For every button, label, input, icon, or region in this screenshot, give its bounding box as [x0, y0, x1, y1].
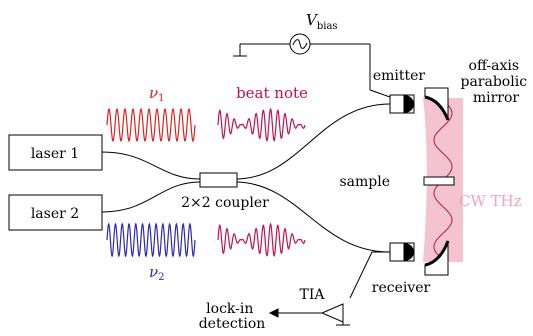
beat-note-label: beat note	[236, 84, 308, 102]
tia-label: TIA	[300, 287, 326, 303]
beat-wave-top	[217, 107, 306, 142]
nu2-label: ν2	[149, 263, 165, 283]
mirror-top	[424, 87, 450, 121]
nu2-wave	[106, 222, 196, 258]
vbias-label: Vbias	[306, 11, 338, 32]
laser-2-label: laser 2	[31, 206, 79, 222]
sample-slab	[423, 176, 455, 186]
receiver-label: receiver	[372, 280, 431, 296]
fibers	[101, 103, 391, 253]
nu1-wave	[106, 107, 196, 143]
mirror-bottom	[424, 240, 450, 276]
laser-2-box	[8, 194, 103, 231]
laser-1-label: laser 1	[31, 146, 79, 162]
emitter-device	[389, 94, 415, 114]
beat-wave-bottom	[217, 222, 306, 257]
coupler-label: 2×2 coupler	[181, 195, 269, 211]
coupler-box	[199, 172, 238, 188]
lockin-label: lock-in detection	[199, 301, 266, 331]
emitter-label: emitter	[373, 68, 426, 84]
mirror-label: off-axis parabolic mirror	[461, 58, 532, 106]
sample-label: sample	[339, 174, 390, 190]
receiver-device	[389, 242, 415, 262]
cw-thz-label: CW THz	[459, 192, 522, 210]
bias-source	[233, 33, 391, 98]
laser-1-box	[8, 134, 103, 171]
nu1-label: ν1	[149, 84, 165, 104]
tia-amplifier	[268, 251, 390, 326]
